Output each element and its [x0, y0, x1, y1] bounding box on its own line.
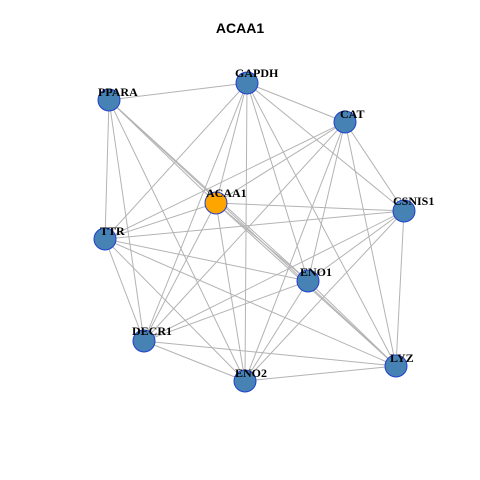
edge-eno1-decr1	[143, 280, 309, 342]
edge-decr1-eno2	[143, 340, 246, 382]
node-label-gapdh: GAPDH	[235, 66, 279, 80]
edge-cat-lyz	[344, 121, 397, 367]
node-decr1[interactable]	[132, 329, 156, 353]
node-layer	[93, 71, 416, 393]
edge-cat-csnis1	[344, 121, 405, 212]
edge-gapdh-decr1	[143, 82, 248, 342]
edge-csnis1-ttr	[104, 210, 405, 240]
edge-ttr-decr1	[104, 238, 145, 342]
edge-csnis1-lyz	[395, 210, 405, 367]
edge-cat-decr1	[143, 121, 346, 342]
edge-ttr-eno1	[104, 238, 309, 282]
node-ppara[interactable]	[97, 88, 121, 112]
edge-ppara-ttr	[104, 99, 110, 240]
edge-layer	[104, 82, 405, 382]
node-label-csnis1: CSNIS1	[393, 194, 434, 208]
edge-acaa1-gapdh	[215, 82, 248, 204]
edge-cat-eno2	[244, 121, 346, 382]
edge-ttr-eno2	[104, 238, 246, 382]
node-eno2[interactable]	[233, 369, 257, 393]
edge-gapdh-csnis1	[246, 82, 405, 212]
node-ttr[interactable]	[93, 227, 117, 251]
node-label-ppara: PPARA	[98, 85, 138, 99]
edge-gapdh-ppara	[108, 82, 248, 101]
node-label-cat: CAT	[340, 107, 364, 121]
edge-eno1-eno2	[244, 280, 309, 382]
plot-title: ACAA1	[215, 20, 265, 36]
edge-acaa1-ttr	[104, 202, 217, 240]
node-label-acaa1: ACAA1	[206, 186, 247, 200]
node-cat[interactable]	[333, 110, 357, 134]
edge-cat-ttr	[104, 121, 346, 240]
node-lyz[interactable]	[384, 354, 408, 378]
edge-csnis1-eno1	[307, 210, 405, 282]
edge-acaa1-cat	[215, 121, 346, 204]
edge-gapdh-cat	[246, 82, 346, 123]
edge-eno1-lyz	[307, 280, 397, 367]
edge-acaa1-csnis1	[215, 202, 405, 212]
edge-gapdh-eno2	[244, 82, 248, 382]
node-label-eno1: ENO1	[300, 265, 332, 279]
node-label-decr1: DECR1	[132, 324, 172, 338]
edge-gapdh-eno1	[246, 82, 309, 282]
edge-ppara-decr1	[108, 99, 145, 342]
edge-cat-eno1	[307, 121, 346, 282]
node-label-ttr: TTR	[100, 224, 125, 238]
edge-acaa1-eno2	[215, 202, 246, 382]
node-label-eno2: ENO2	[235, 366, 267, 380]
edge-ppara-eno2	[108, 99, 246, 382]
node-gapdh[interactable]	[235, 71, 259, 95]
edge-decr1-lyz	[143, 340, 397, 367]
node-label-lyz: LYZ	[390, 351, 414, 365]
node-acaa1[interactable]	[204, 191, 228, 215]
node-eno1[interactable]	[296, 269, 320, 293]
node-csnis1[interactable]	[392, 199, 416, 223]
edge-csnis1-decr1	[143, 210, 405, 342]
edge-csnis1-eno2	[244, 210, 405, 382]
edge-ppara-lyz	[108, 99, 397, 367]
edge-eno2-lyz	[244, 365, 397, 382]
